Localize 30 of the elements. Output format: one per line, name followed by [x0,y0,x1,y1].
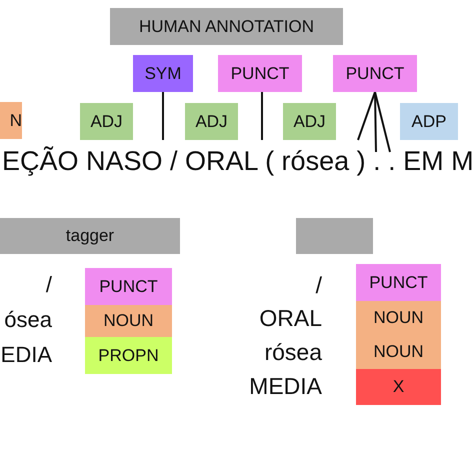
tag-box: PROPN [85,337,172,374]
tag-box: PUNCT [218,55,302,92]
token-word: / [316,272,322,299]
tag-box: PUNCT [356,264,441,301]
heading-box: HUMAN ANNOTATION [110,8,343,45]
leader-line [357,92,376,140]
tag-box: N [0,102,22,139]
leader-line [374,92,391,152]
tag-box: ADJ [185,103,238,140]
tag-box: ADP [400,103,458,140]
heading-box: tagger [0,218,180,254]
leader-line [261,92,263,140]
tag-box: NOUN [356,335,441,369]
heading-box [296,218,373,254]
token-word: ORAL [259,305,322,332]
sentence-text: EÇÃO NASO / ORAL ( rósea ) . . EM M [2,144,474,178]
tag-box: PUNCT [333,55,417,92]
tag-box: SYM [133,55,193,92]
token-word: / [46,272,52,298]
token-word: EDIA [0,342,52,368]
tag-box: NOUN [356,301,441,335]
tag-box: X [356,369,441,405]
token-word: MEDIA [249,373,322,400]
token-word: ósea [4,307,52,333]
tag-box: ADJ [283,103,336,140]
leader-line [162,92,164,140]
tag-box: PUNCT [85,268,172,305]
token-word: rósea [264,339,322,366]
tag-box: ADJ [80,103,133,140]
tag-box: NOUN [85,305,172,337]
